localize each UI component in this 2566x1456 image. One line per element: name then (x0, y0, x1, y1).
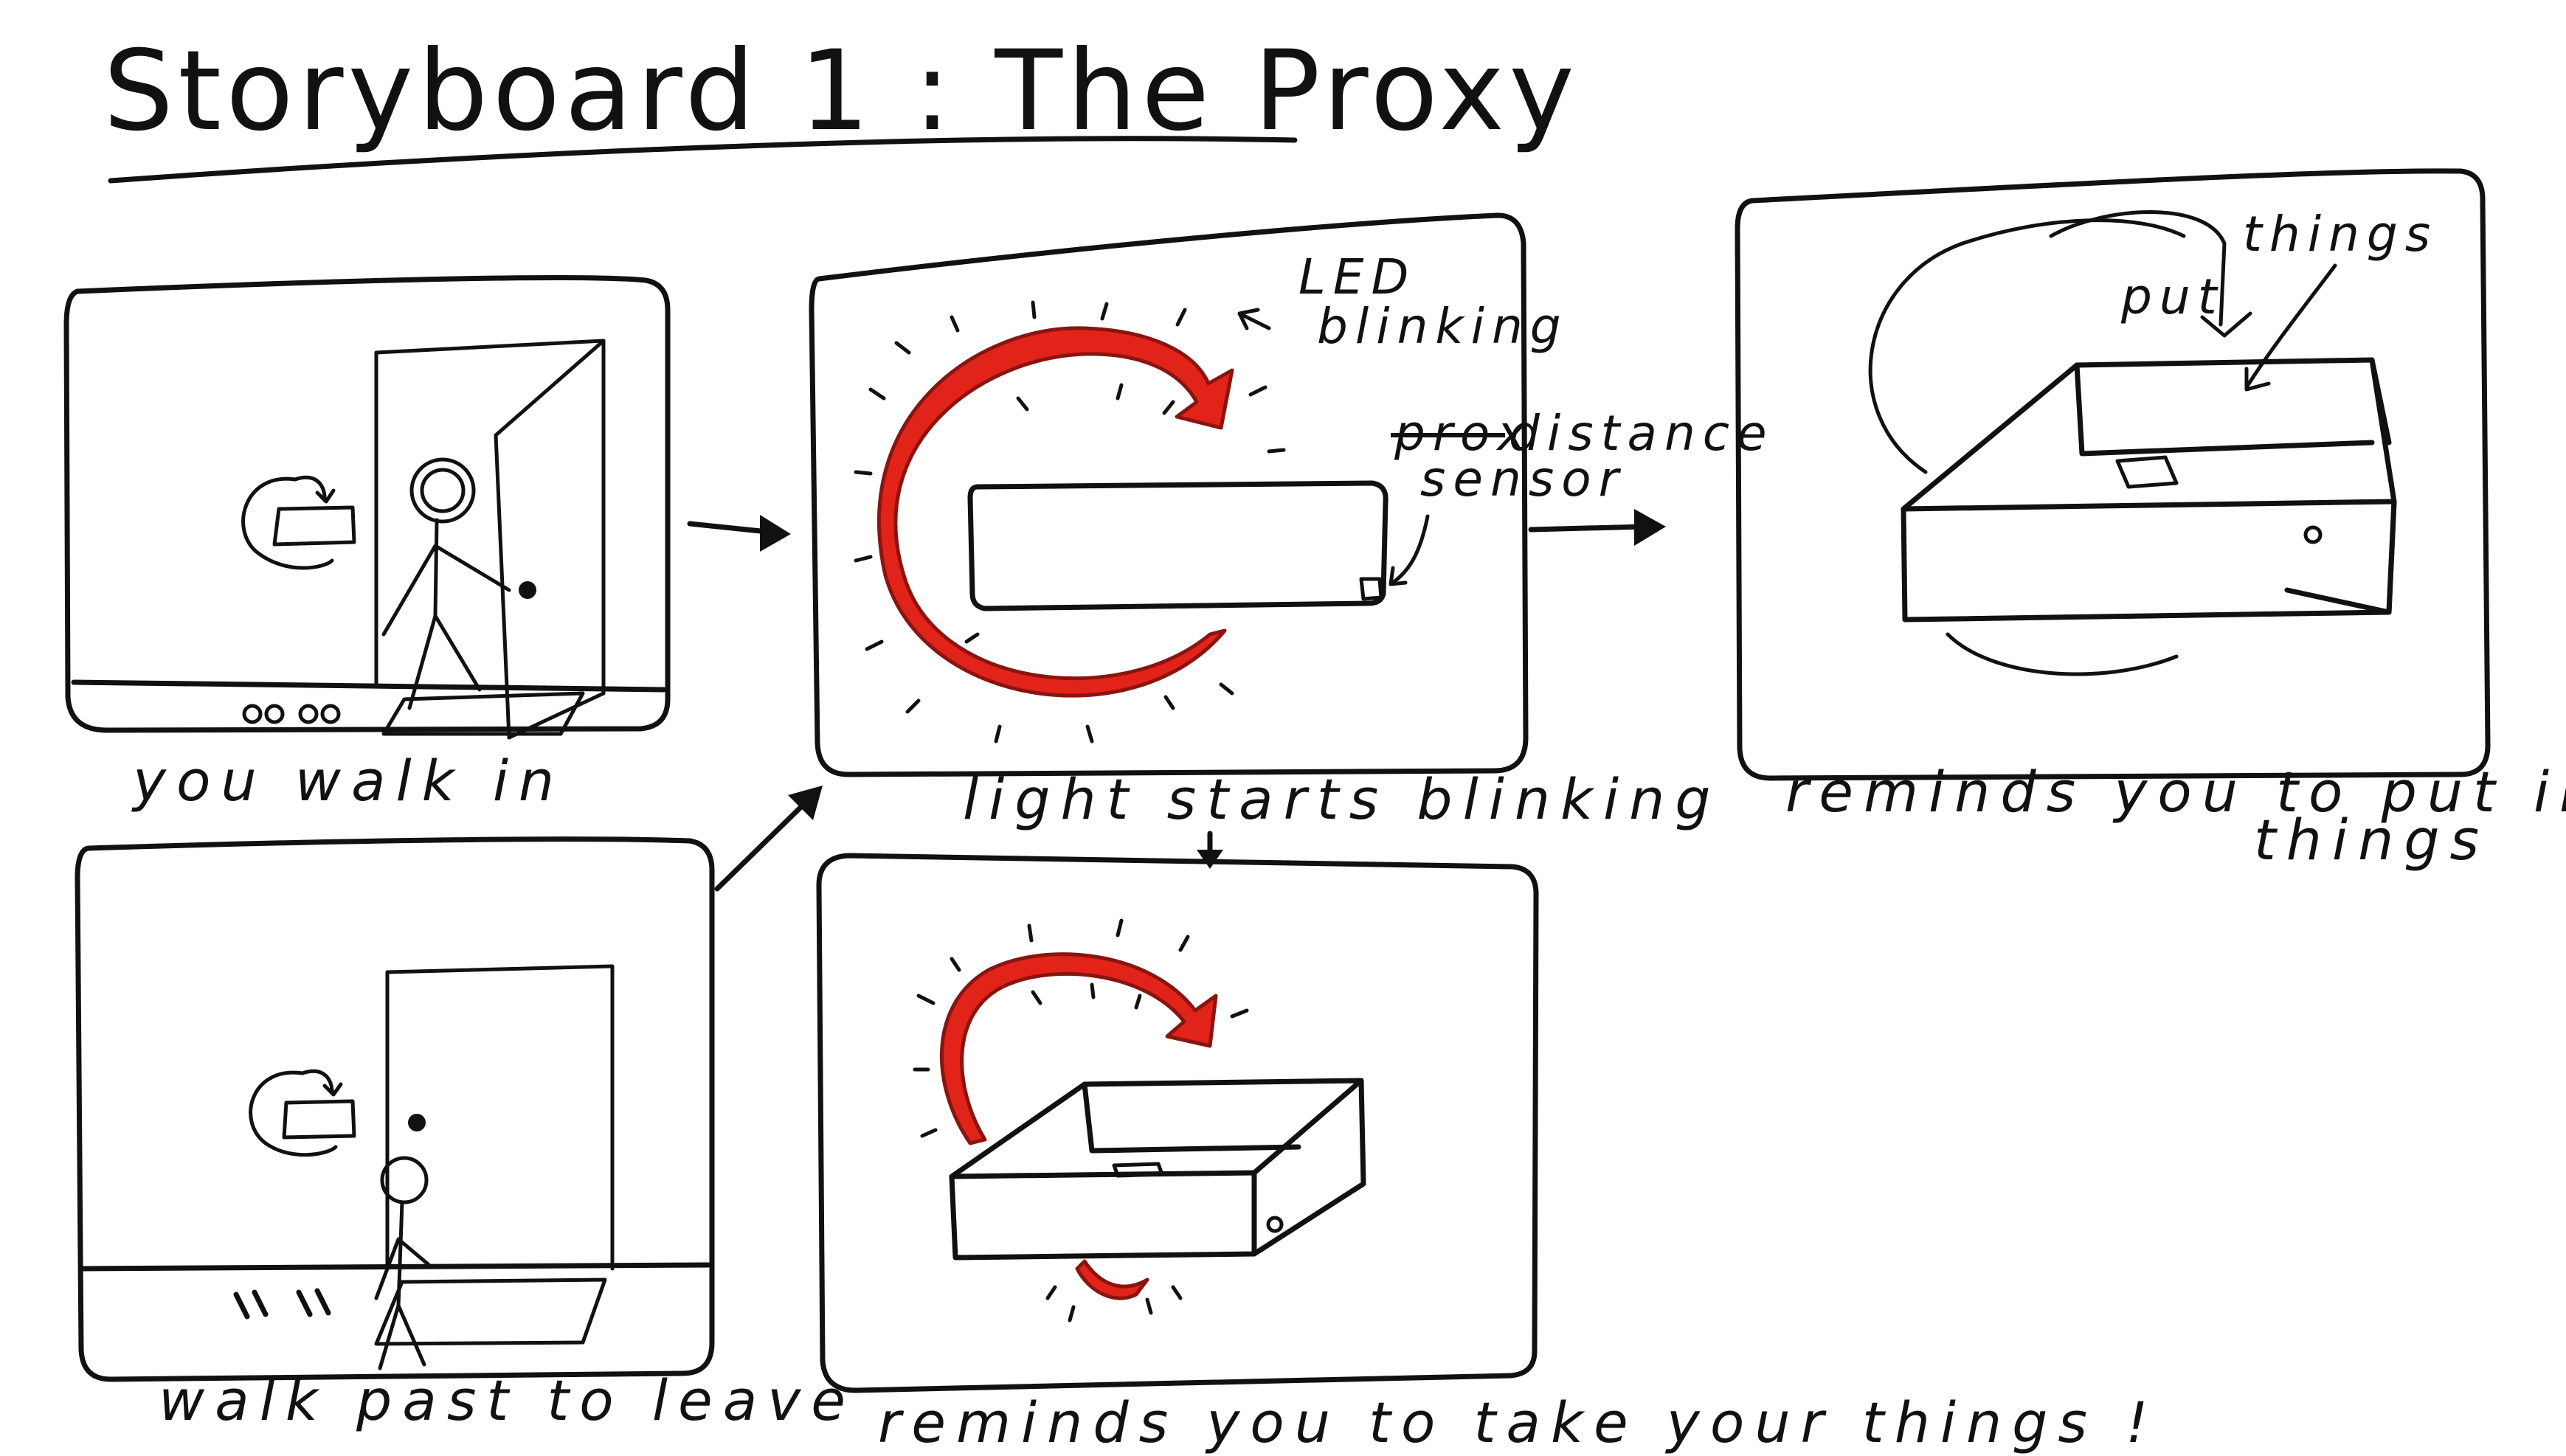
panel-frame (819, 856, 1536, 1390)
panel-caption: reminds you to take your things ! (878, 1390, 2159, 1455)
panel-put-things: put things reminds you to put important … (1737, 171, 2566, 873)
open-box (952, 1081, 1363, 1258)
panel-caption: light starts blinking (963, 766, 1721, 832)
sensor-dot (2306, 527, 2320, 542)
label-led: LED (1298, 249, 1416, 305)
label-sensor: sensor (1420, 451, 1626, 507)
pointer-sensor (1391, 516, 1428, 584)
panel-frame (66, 277, 668, 730)
panel-take-things: reminds you to take your things ! (819, 856, 2159, 1455)
box-item (1114, 1164, 1162, 1176)
door-knob (519, 581, 536, 599)
label-blinking: blinking (1317, 298, 1569, 355)
things-pointer (2247, 266, 2335, 389)
panel-walk-in: you walk in (66, 277, 668, 814)
door-knob (408, 1114, 426, 1131)
stick-figure-entering (384, 460, 509, 708)
panel-blinking: LED blinking prox distance sensor light … (812, 215, 1774, 832)
panel-caption: you walk in (131, 748, 564, 814)
proxy-device-icon (251, 1071, 354, 1154)
proxy-device (970, 483, 1386, 609)
shoes (236, 1291, 328, 1317)
box-item (2117, 457, 2176, 487)
distance-sensor (1361, 579, 1381, 599)
sensor-dot (1268, 1218, 1282, 1231)
storyboard-title: Storyboard 1 : The Proxy (103, 27, 1579, 156)
panel-leave: walk past to leave (77, 839, 856, 1433)
pointer-led (1239, 310, 1269, 328)
arrow-to-blinking (690, 515, 791, 552)
blink-rays (856, 302, 1284, 741)
panel-caption: walk past to leave (159, 1367, 856, 1433)
shoes (244, 706, 339, 722)
floor-line (74, 682, 664, 690)
panel-caption-line2: things (2254, 807, 2489, 873)
open-door (496, 341, 604, 738)
proxy-device-icon (243, 477, 354, 568)
label-put: put (2120, 268, 2224, 325)
led-light-arc (941, 954, 1216, 1143)
doorway (376, 341, 604, 693)
open-box (1903, 360, 2394, 620)
led-light-arc (879, 328, 1232, 696)
stick-figure-leaving (376, 1158, 432, 1368)
led-light-tail (1077, 1261, 1147, 1298)
arrow-to-put-things (1531, 509, 1666, 546)
label-things: things (2243, 206, 2438, 263)
arrow-leave-to-blinking (717, 786, 823, 889)
